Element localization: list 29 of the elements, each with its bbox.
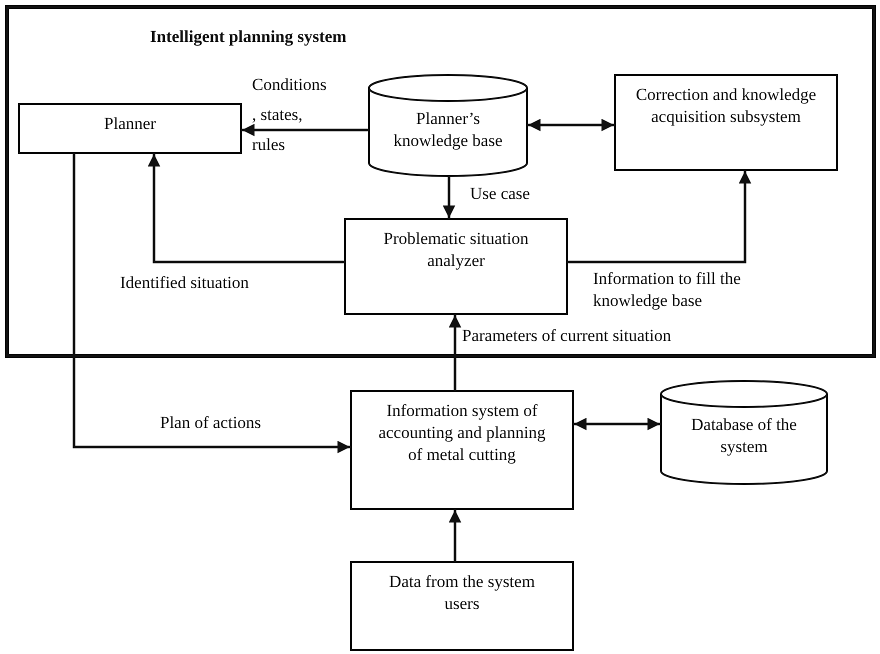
- edge-label: Plan of actions: [160, 412, 262, 434]
- arrow: [574, 418, 660, 430]
- process-box: [350, 561, 574, 651]
- arrow: [528, 118, 614, 132]
- node-label: Planner’s knowledge base: [392, 108, 504, 152]
- process-box: [18, 103, 242, 154]
- system-boundary-frame: [5, 5, 876, 358]
- process-box: [614, 74, 838, 171]
- node-label: Database of the system: [690, 414, 798, 458]
- node-label: Problematic situation analyzer: [382, 228, 530, 272]
- node-label: Planner: [103, 113, 157, 135]
- arrow: [448, 510, 462, 561]
- node-label: Information system of accounting and planning of metal cutting: [377, 400, 547, 466]
- frame-heading: Intelligent planning system: [150, 27, 346, 47]
- edge-label: Conditions , states, rules: [252, 74, 328, 156]
- arrow: [568, 171, 752, 264]
- edge-label: Identified situation: [120, 272, 249, 294]
- process-box: [344, 218, 568, 315]
- arrow: [242, 124, 368, 136]
- edge-label: Information to fill the knowledge base: [593, 268, 742, 312]
- node-label: Data from the system users: [388, 571, 536, 615]
- edge-label: Parameters of current situation: [462, 325, 672, 347]
- arrow: [72, 154, 350, 454]
- arrow: [448, 315, 462, 390]
- arrow: [148, 154, 344, 264]
- edge-label: Use case: [470, 183, 530, 205]
- node-label: Correction and knowledge acquisition subsystem: [634, 84, 818, 128]
- process-box: [350, 390, 574, 510]
- arrow: [442, 177, 456, 218]
